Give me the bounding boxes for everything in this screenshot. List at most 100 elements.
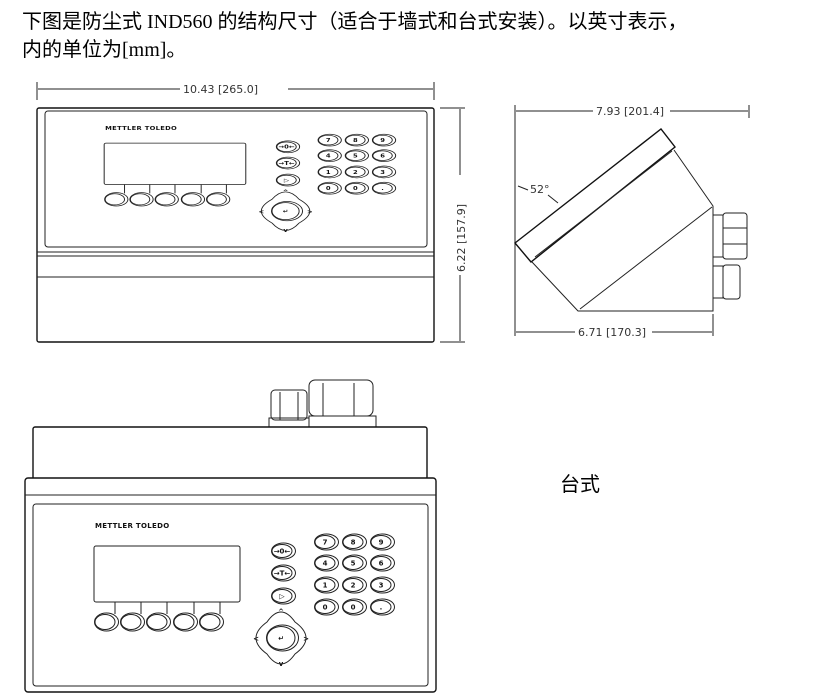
softkey-3 <box>154 192 179 207</box>
function-key-1: →0← <box>271 542 296 560</box>
keypad-key-2: 2 <box>342 576 367 594</box>
keypad-key-5: 5 <box>342 554 367 572</box>
key-face <box>314 600 336 614</box>
key-face <box>342 556 364 570</box>
key-label: . <box>380 604 383 612</box>
keypad-key-.: . <box>371 181 397 195</box>
keypad-key-2: 2 <box>344 165 369 179</box>
softkey-5 <box>206 192 231 207</box>
keypad-key-4: 4 <box>317 149 342 162</box>
desktop-rear-housing <box>32 426 428 480</box>
function-key-3: ▷ <box>271 587 296 605</box>
key-face <box>271 202 300 221</box>
key-label: 9 <box>380 138 385 144</box>
key-face <box>370 578 392 592</box>
key-label: 1 <box>323 582 328 590</box>
keypad-key-0: 0 <box>342 598 367 616</box>
key-face <box>318 166 339 178</box>
softkey-3 <box>146 612 171 632</box>
keypad-key-0: 0 <box>317 181 342 195</box>
key-face <box>372 183 393 194</box>
key-label: 0 <box>351 604 356 612</box>
key-label: 3 <box>380 170 385 176</box>
keypad-key-7: 7 <box>317 133 342 147</box>
key-face <box>345 150 366 161</box>
softkey-2 <box>129 192 154 207</box>
keypad-key-.: . <box>370 598 395 616</box>
key-label: 3 <box>379 582 384 590</box>
right-arrow-key: > <box>307 209 313 215</box>
side-view-drawing: 7.93 [201.4] 52° 6.71 [170.3] <box>513 105 750 339</box>
softkey-4 <box>180 192 206 207</box>
function-key-2: →T← <box>275 156 301 170</box>
left-arrow-key: < <box>253 635 259 643</box>
key-face <box>370 535 392 549</box>
desktop-caption: 台式 <box>560 474 600 496</box>
enter-key: ↵ <box>266 624 299 652</box>
key-label: →0← <box>279 144 295 150</box>
key-label: 0 <box>326 186 331 192</box>
key-face <box>276 174 297 186</box>
softkey-4 <box>173 612 198 632</box>
keypad-key-5: 5 <box>344 149 369 162</box>
key-face <box>318 134 339 146</box>
paragraph-line-2: 内的单位为[mm]。 <box>22 39 187 61</box>
key-face <box>266 626 296 650</box>
key-face <box>276 141 297 152</box>
key-face <box>173 614 195 630</box>
key-label: 8 <box>351 539 356 547</box>
key-label: ▷ <box>279 593 285 601</box>
side-angle-label: 52° <box>530 183 550 196</box>
front-height-label: 6.22 [157.9] <box>455 204 468 272</box>
key-face <box>181 193 202 206</box>
mettler-toledo-logo: METTLER TOLEDO <box>95 522 169 530</box>
keypad-key-8: 8 <box>344 133 369 147</box>
key-label: 5 <box>353 153 358 159</box>
right-arrow-key: > <box>303 635 309 643</box>
key-outline <box>271 201 304 222</box>
key-face <box>271 566 293 580</box>
side-top-width-label: 7.93 [201.4] <box>596 105 664 118</box>
left-arrow-key: < <box>258 209 264 215</box>
keypad-key-0: 0 <box>344 181 369 195</box>
keypad-key-6: 6 <box>370 554 395 572</box>
key-face <box>271 544 293 558</box>
down-arrow-key: v <box>283 228 287 234</box>
key-label: 8 <box>353 138 358 144</box>
mettler-toledo-logo: METTLER TOLEDO <box>105 125 177 131</box>
key-face <box>370 600 392 614</box>
key-label: 4 <box>323 560 328 568</box>
down-arrow-key: v <box>279 660 284 668</box>
key-label: 2 <box>353 170 358 176</box>
side-bottom-width-label: 6.71 [170.3] <box>578 326 646 339</box>
keypad-key-7: 7 <box>314 533 339 551</box>
navigation-pad <box>255 611 307 665</box>
key-face <box>314 556 336 570</box>
key-label: 2 <box>351 582 356 590</box>
key-face <box>372 134 393 146</box>
key-face <box>318 183 339 194</box>
key-face <box>372 166 393 178</box>
key-face <box>206 193 227 206</box>
key-face <box>94 614 116 630</box>
key-label: 6 <box>379 560 384 568</box>
key-face <box>199 614 221 630</box>
key-label: ↵ <box>278 635 284 643</box>
key-label: 4 <box>326 153 331 159</box>
key-label: 0 <box>353 186 358 192</box>
function-key-1: →0← <box>275 140 301 154</box>
key-face <box>342 578 364 592</box>
softkey-1 <box>104 192 129 207</box>
function-key-2: →T← <box>271 564 296 582</box>
keypad-key-1: 1 <box>314 576 339 594</box>
softkey-2 <box>120 612 145 632</box>
keypad-key-4: 4 <box>314 554 339 572</box>
key-face <box>120 614 142 630</box>
keypad-key-9: 9 <box>370 533 395 551</box>
key-face <box>146 614 168 630</box>
keypad-key-3: 3 <box>370 576 395 594</box>
cable-glands-top <box>268 379 377 429</box>
